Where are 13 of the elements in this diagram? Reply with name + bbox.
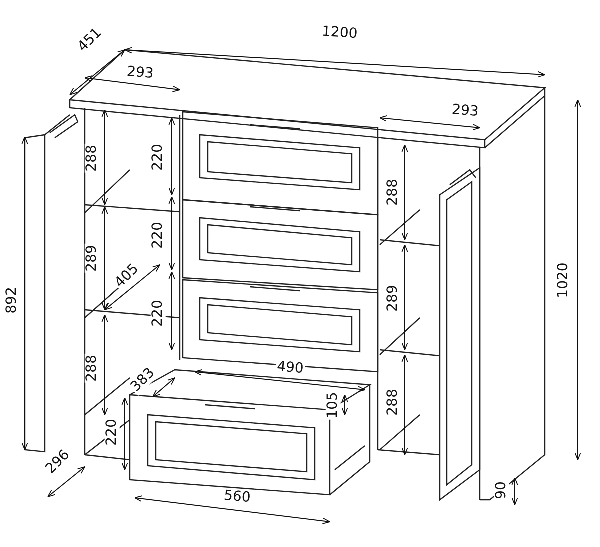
dimension-label: 288 bbox=[385, 178, 400, 206]
dimension-label: 288 bbox=[84, 354, 100, 382]
dimension-label: 289 bbox=[84, 244, 100, 272]
dimension-label: 220 bbox=[150, 142, 166, 172]
dimension-label: 288 bbox=[84, 144, 100, 172]
dimension-label: 105 bbox=[325, 390, 340, 420]
dimension-label: 220 bbox=[104, 418, 120, 446]
dimension-label: 288 bbox=[385, 388, 400, 416]
dimension-label: 220 bbox=[150, 220, 166, 250]
dimension-label: 892 bbox=[4, 286, 20, 314]
dimension-label: 90 bbox=[494, 480, 510, 500]
dimension-label: 289 bbox=[385, 284, 400, 312]
dimension-label: 220 bbox=[150, 298, 166, 328]
